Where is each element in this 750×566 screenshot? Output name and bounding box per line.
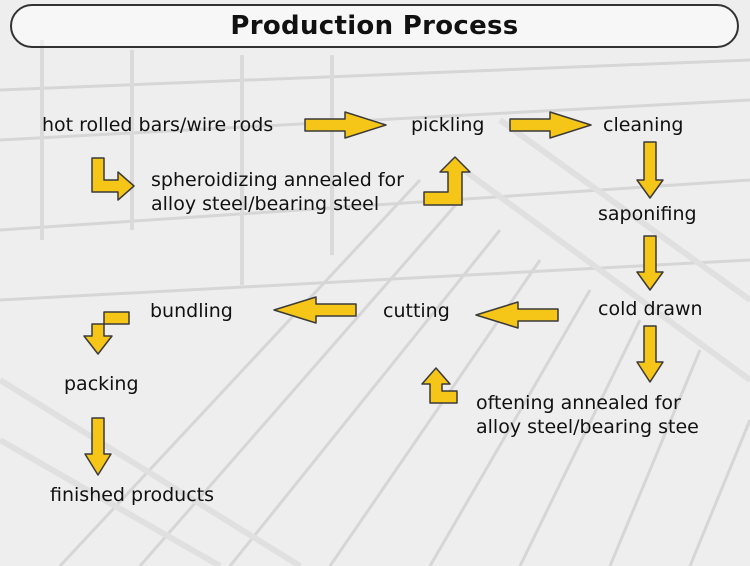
arrow-turn-up-icon bbox=[421, 367, 458, 404]
node-pickling: pickling bbox=[411, 114, 485, 136]
arrow-left-icon bbox=[475, 301, 559, 329]
arrow-down-icon bbox=[636, 325, 664, 383]
node-saponifing: saponifing bbox=[598, 203, 697, 225]
page-title: Production Process bbox=[230, 11, 519, 41]
node-spheroidizing-line2: alloy steel/bearing steel bbox=[151, 193, 380, 215]
node-hot-rolled: hot rolled bars/wire rods bbox=[42, 114, 274, 136]
node-bundling: bundling bbox=[150, 300, 233, 322]
arrow-down-icon bbox=[84, 417, 112, 476]
node-cutting: cutting bbox=[383, 300, 450, 322]
node-softening-line1: oftening annealed for bbox=[476, 392, 681, 414]
arrow-right-icon bbox=[509, 111, 592, 139]
arrow-down-icon bbox=[636, 235, 664, 291]
node-cold-drawn: cold drawn bbox=[598, 298, 703, 320]
node-packing: packing bbox=[64, 373, 139, 395]
node-cleaning: cleaning bbox=[603, 114, 684, 136]
node-softening-line2: alloy steel/bearing stee bbox=[476, 416, 699, 438]
node-spheroidizing-line1: spheroidizing annealed for bbox=[151, 169, 404, 191]
arrow-right-icon bbox=[304, 111, 387, 139]
arrow-down-icon bbox=[636, 141, 664, 199]
arrow-turn-up-icon bbox=[423, 156, 471, 206]
title-banner: Production Process bbox=[10, 4, 739, 48]
arrow-left-icon bbox=[273, 296, 357, 324]
arrow-turn-down-icon bbox=[83, 311, 130, 355]
arrow-turn-right-icon bbox=[91, 157, 135, 201]
node-finished-products: finished products bbox=[50, 484, 214, 506]
